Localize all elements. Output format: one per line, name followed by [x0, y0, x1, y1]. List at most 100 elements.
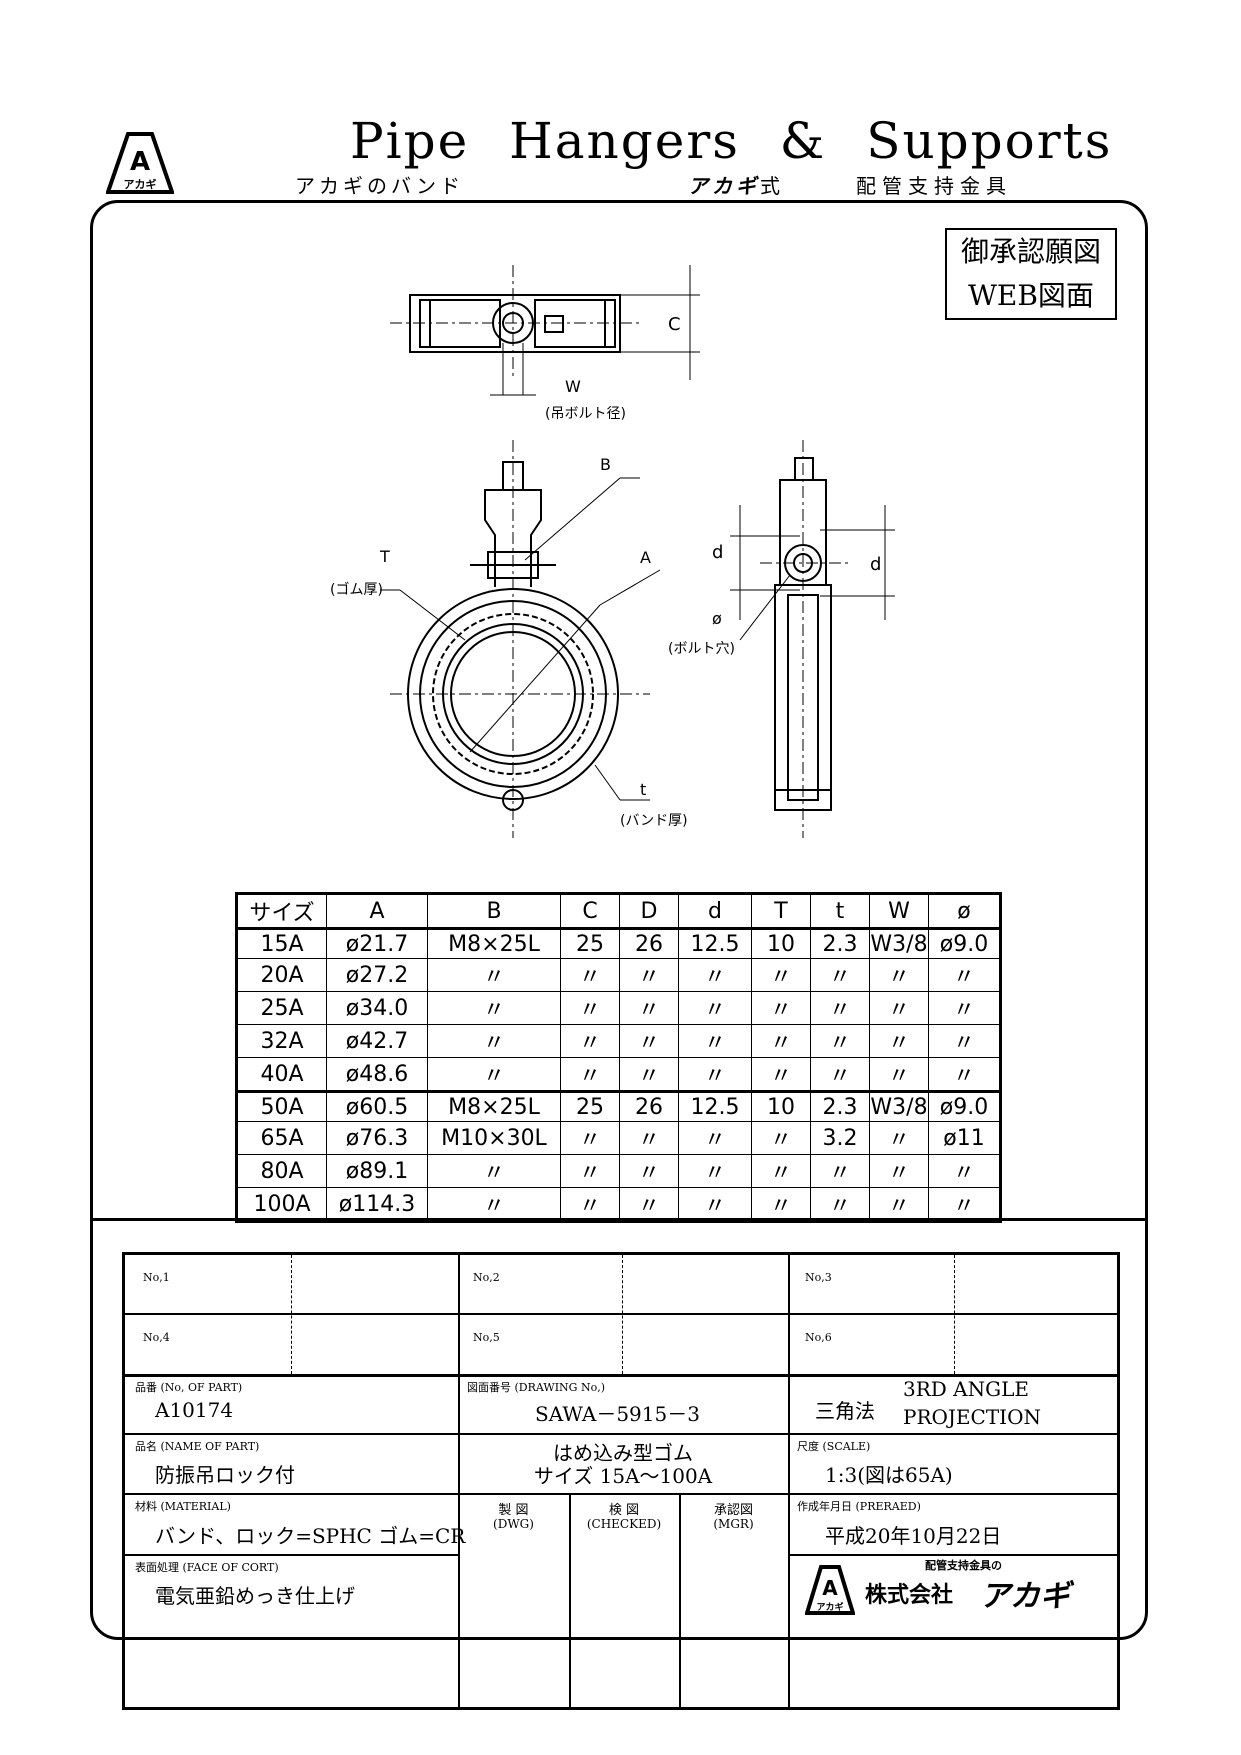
material-label: 材料 (MATERIAL) — [135, 1500, 231, 1513]
table-cell: M10×30L — [427, 1121, 561, 1155]
table-cell: 25 — [560, 928, 620, 959]
table-header: サイズ — [235, 892, 327, 930]
table-cell: 12.5 — [678, 928, 752, 959]
table-cell: ø27.2 — [326, 958, 428, 992]
table-cell: 26 — [619, 1090, 679, 1122]
company-name: 株式会社 — [865, 1583, 954, 1608]
table-cell: ø34.0 — [326, 991, 428, 1025]
table-cell: 〃 — [751, 1187, 811, 1223]
projection-en-1: 3RD ANGLE — [903, 1377, 1029, 1401]
table-cell: 〃 — [869, 1121, 929, 1155]
table-cell: 〃 — [678, 1187, 752, 1223]
table-header: t — [810, 892, 870, 930]
table-cell: 3.2 — [810, 1121, 870, 1155]
dim-c-label: C — [668, 314, 681, 335]
header-subtitle-right: 配管支持金具 — [856, 174, 1012, 198]
table-cell: 65A — [235, 1121, 327, 1155]
table-cell: 〃 — [427, 991, 561, 1025]
table-cell: 〃 — [619, 1187, 679, 1223]
table-cell: 〃 — [427, 1154, 561, 1188]
technical-drawing: C W (吊ボルト径) B A T (ゴム厚) t (バンド厚) d d ø (… — [330, 265, 895, 838]
table-cell: 〃 — [560, 1024, 620, 1058]
no-4-label: No,4 — [143, 1331, 170, 1344]
part-name-label: 品名 (NAME OF PART) — [135, 1440, 260, 1453]
table-cell: ø11 — [928, 1121, 1002, 1155]
table-cell: 〃 — [427, 1057, 561, 1092]
drawing-no-label: 図面番号 (DRAWING No,) — [467, 1381, 605, 1394]
table-header: T — [751, 892, 811, 930]
table-header: A — [326, 892, 428, 930]
dim-phi-label: ø — [712, 609, 722, 628]
table-header: B — [427, 892, 561, 930]
part-no-label: 品番 (No, OF PART) — [135, 1381, 243, 1394]
table-cell: 〃 — [751, 1154, 811, 1188]
finish-label: 表面処理 (FACE OF CORT) — [135, 1561, 279, 1574]
part-no-value: A10174 — [155, 1398, 234, 1422]
checked-label-en: (CHECKED) — [586, 1517, 662, 1531]
mgr-label-jp: 承認図 — [713, 1503, 753, 1518]
table-cell: 〃 — [869, 1057, 929, 1092]
table-cell: W3/8 — [869, 928, 929, 959]
table-cell: 2.3 — [810, 1090, 870, 1122]
table-cell: 〃 — [751, 1121, 811, 1155]
header-subtitle-left: アカギのバンド — [295, 174, 464, 198]
table-cell: 〃 — [810, 1154, 870, 1188]
company-tag: 配管支持金具の — [925, 1559, 1002, 1572]
company-logo-letter: A — [822, 1576, 838, 1600]
table-cell: M8×25L — [427, 928, 561, 959]
table-cell: 12.5 — [678, 1090, 752, 1122]
header-brand: アカギ — [688, 174, 760, 198]
table-cell: 40A — [235, 1057, 327, 1092]
table-cell: 25A — [235, 991, 327, 1025]
dim-phi-note: (ボルト穴) — [668, 641, 735, 657]
table-cell: 〃 — [560, 1057, 620, 1092]
dim-d-left-label: d — [712, 542, 723, 563]
checked-label-jp: 検 図 — [608, 1503, 640, 1518]
table-cell: 〃 — [427, 1187, 561, 1223]
table-cell: 25 — [560, 1090, 620, 1122]
table-cell: 〃 — [928, 1057, 1002, 1092]
table-cell: 50A — [235, 1090, 327, 1122]
table-cell: 〃 — [560, 991, 620, 1025]
table-cell: 〃 — [928, 1154, 1002, 1188]
logo-letter: A — [130, 147, 150, 177]
table-cell: 〃 — [751, 1024, 811, 1058]
mgr-label-en: (MGR) — [713, 1517, 754, 1531]
table-cell: 〃 — [560, 1121, 620, 1155]
table-header: C — [560, 892, 620, 930]
table-cell: ø60.5 — [326, 1090, 428, 1122]
table-cell: 〃 — [928, 991, 1002, 1025]
table-cell: ø9.0 — [928, 1090, 1002, 1122]
part-name-value: 防振吊ロック付 — [155, 1463, 295, 1487]
date-label: 作成年月日 (PRERAED) — [797, 1500, 921, 1513]
table-cell: 〃 — [619, 1121, 679, 1155]
table-cell: 10 — [751, 1090, 811, 1122]
table-cell: 80A — [235, 1154, 327, 1188]
logo-text: アカギ — [124, 177, 157, 191]
table-cell: 〃 — [427, 958, 561, 992]
company-brand: アカギ — [980, 1579, 1070, 1614]
table-cell: 〃 — [928, 1024, 1002, 1058]
no-2-label: No,2 — [473, 1271, 500, 1284]
material-value: バンド、ロック=SPHC ゴム=CR — [155, 1524, 466, 1548]
table-cell: 〃 — [619, 1024, 679, 1058]
table-cell: 〃 — [928, 1187, 1002, 1223]
table-cell: 〃 — [619, 1057, 679, 1092]
table-cell: 〃 — [751, 958, 811, 992]
company-logo: A アカギ — [805, 1565, 855, 1615]
table-cell: 〃 — [810, 958, 870, 992]
drawing-no-value: SAWA－5915－3 — [535, 1402, 700, 1426]
table-cell: 15A — [235, 928, 327, 959]
table-cell: 〃 — [560, 1187, 620, 1223]
table-cell: 〃 — [560, 1154, 620, 1188]
page-title: Pipe Hangers & Supports — [350, 112, 1113, 170]
table-cell: 10 — [751, 928, 811, 959]
table-cell: M8×25L — [427, 1090, 561, 1122]
table-cell: 〃 — [810, 1187, 870, 1223]
